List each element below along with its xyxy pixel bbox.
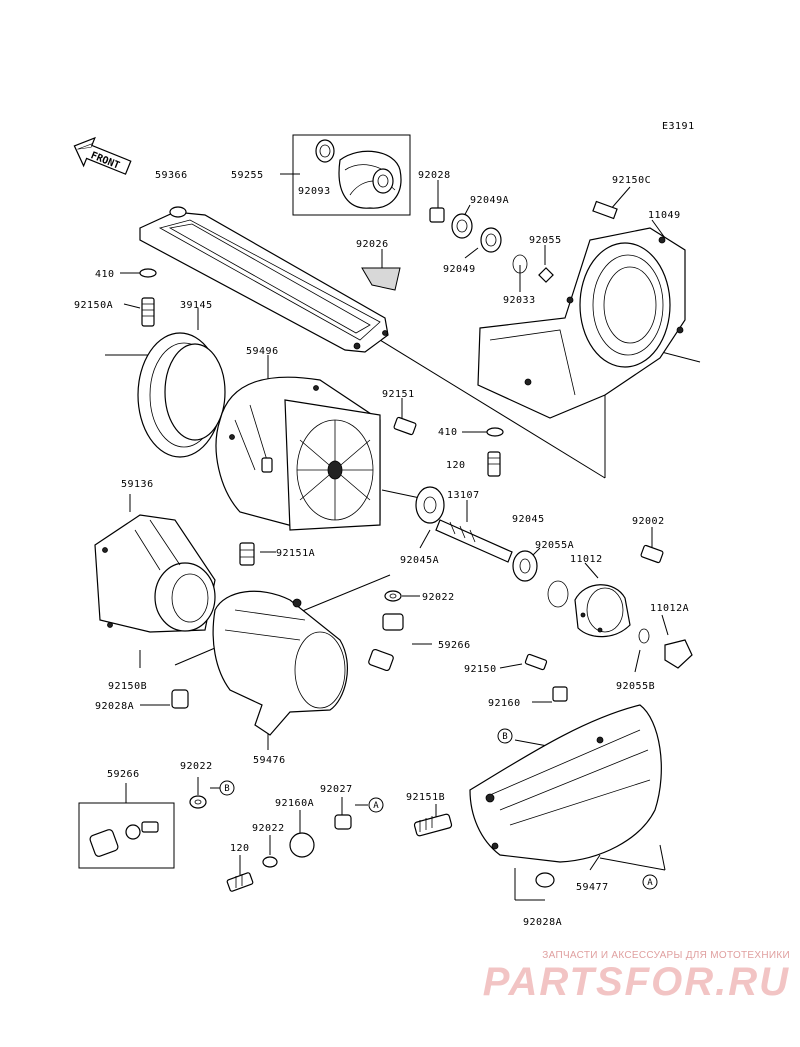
part-label: 92055 [529,235,562,246]
part-label: 92028 [418,170,451,181]
part-label: 11049 [648,210,681,221]
ring-part [137,332,226,458]
part-label: 92055B [616,681,655,692]
part-label: 92028A [95,701,134,712]
part-label: 92150C [612,175,651,186]
part-label: 92151 [382,389,415,400]
part-label: 92150 [464,664,497,675]
bottom-left-parts [89,795,352,892]
nozzle-part [94,514,255,633]
middle-small-parts [368,590,568,702]
part-label: 11012A [650,603,689,614]
steering-nozzle-part [171,590,348,736]
svg-text:A: A [647,878,653,888]
part-label: 92093 [298,186,331,197]
part-label: 92027 [320,784,353,795]
part-label: 92028A [523,917,562,928]
part-label: 92002 [632,516,665,527]
callout-a-right: A [642,874,658,890]
front-arrow: FRONT [73,136,132,175]
part-label: 92151B [406,792,445,803]
part-label: 120 [446,460,466,471]
part-label: 59255 [231,170,264,181]
watermark: ЗАПЧАСТИ И АКСЕССУАРЫ ДЛЯ МОТОТЕХНИКИ PA… [470,950,790,1003]
part-label: 59366 [155,170,188,181]
misc-top-parts [139,267,504,477]
part-label: 13107 [447,490,480,501]
drive-shaft-part [415,486,569,608]
stator-part [215,376,381,531]
part-label: 59477 [576,882,609,893]
part-label: 39145 [180,300,213,311]
impeller-part [315,139,402,209]
part-label: 92022 [180,761,213,772]
part-labels: E3191 59366 59255 92093 92028 92049A 921… [74,121,695,928]
part-label: 92150A [74,300,113,311]
reverse-bucket-part [413,704,662,888]
callout-b-upper: B [497,728,513,744]
part-label: 120 [230,843,250,854]
watermark-logo: PARTSFOR.RU [482,960,790,1004]
pump-cap-part [574,544,693,669]
part-label: 59136 [121,479,154,490]
part-label: 92151A [276,548,315,559]
part-label: 92022 [252,823,285,834]
part-label: 92045 [512,514,545,525]
part-label: 410 [95,269,115,280]
ride-plate-part [139,206,389,353]
part-label: 92160A [275,798,314,809]
part-label: 59476 [253,755,286,766]
pump-case-part [477,200,686,419]
callout-a-left: A [368,797,384,813]
part-label: 92033 [503,295,536,306]
part-label: 11012 [570,554,603,565]
part-label: 92022 [422,592,455,603]
part-label: 92049 [443,264,476,275]
part-label: 92026 [356,239,389,250]
diagram-code: E3191 [662,121,695,132]
part-label: 92049A [470,195,509,206]
bearings-top [429,207,554,283]
part-label: 92150B [108,681,147,692]
part-label: 92045A [400,555,439,566]
svg-text:B: B [224,784,229,794]
part-label: 92055A [535,540,574,551]
part-label: 92160 [488,698,521,709]
part-label: 410 [438,427,458,438]
svg-text:B: B [502,732,507,742]
part-label: 59266 [107,769,140,780]
watermark-caption: ЗАПЧАСТИ И АКСЕССУАРЫ ДЛЯ МОТОТЕХНИКИ [542,950,790,961]
callout-b-lower: B [219,780,235,796]
part-label: 59496 [246,346,279,357]
svg-text:A: A [373,801,379,811]
part-label: 59266 [438,640,471,651]
